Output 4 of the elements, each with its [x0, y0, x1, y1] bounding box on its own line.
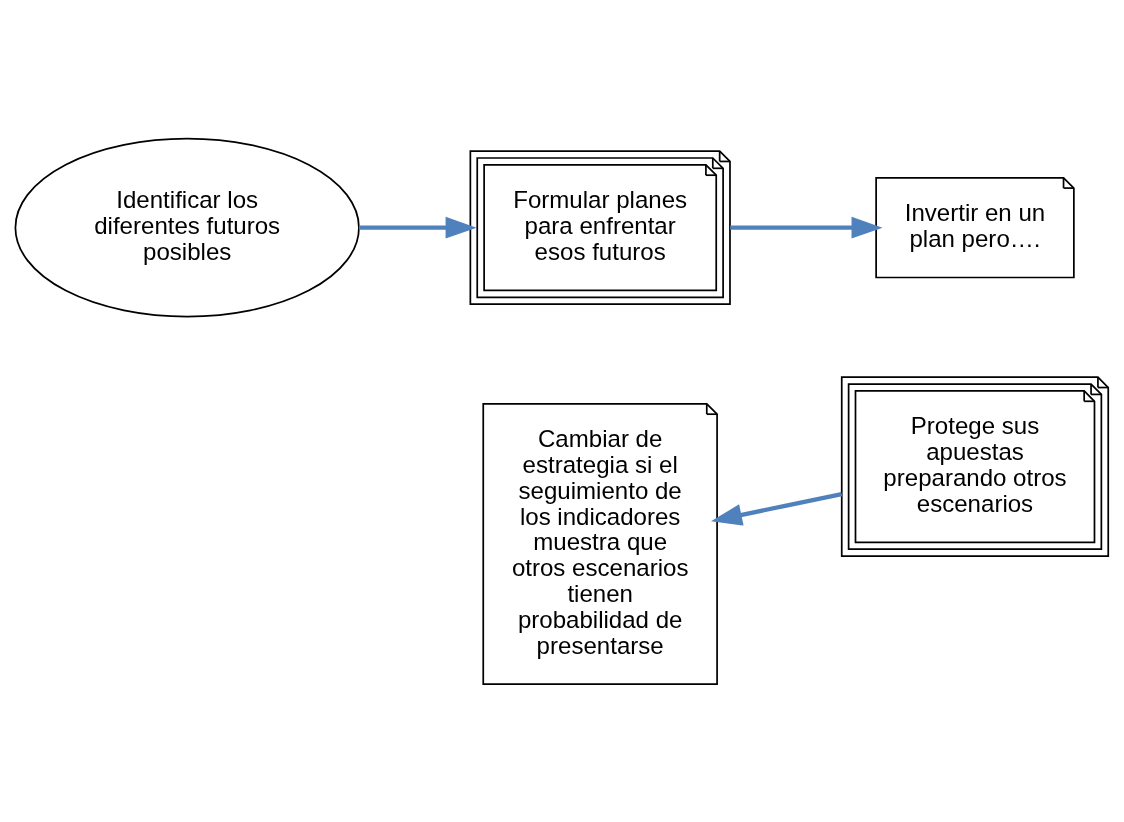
arrow [730, 216, 883, 238]
arrow [359, 216, 477, 238]
node-ellipse: Identificar los diferentes futuros posibles [14, 137, 360, 317]
arrow [711, 491, 843, 526]
